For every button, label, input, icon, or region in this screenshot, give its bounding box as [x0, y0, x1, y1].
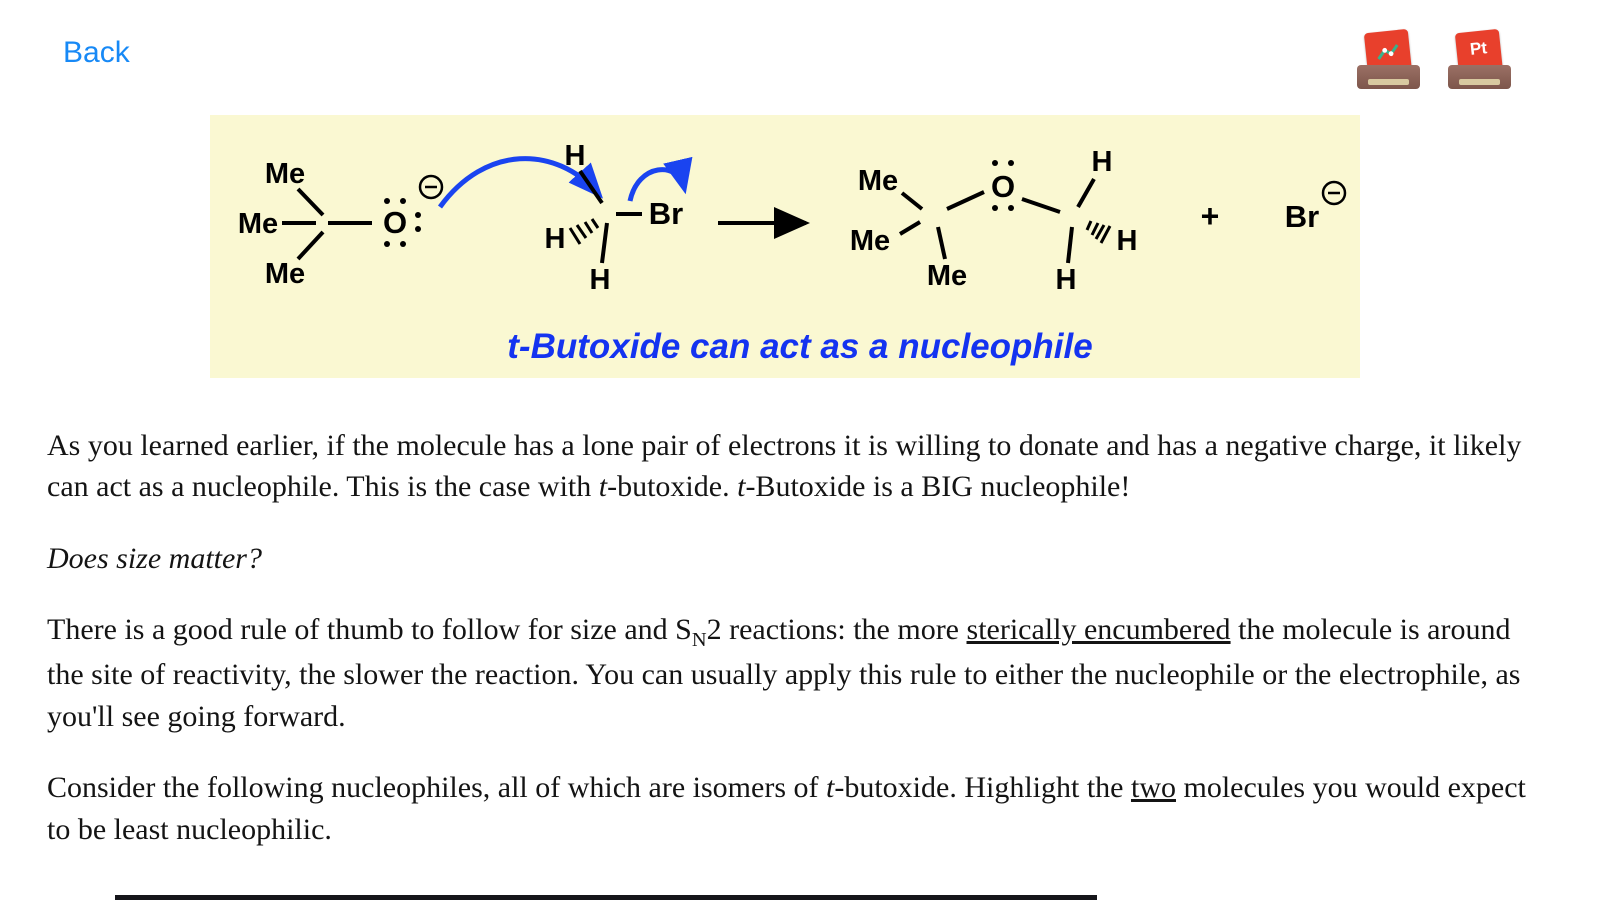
br-label: Br: [1285, 199, 1319, 234]
me-label: Me: [858, 165, 898, 197]
me-label: Me: [265, 258, 305, 290]
negative-charge-icon: [1321, 180, 1347, 206]
me-label: Me: [265, 158, 305, 190]
does-size-matter-heading: Does size matter?: [47, 541, 262, 575]
h-label: H: [1117, 225, 1138, 257]
me-label: Me: [238, 208, 278, 240]
archive-app-icon[interactable]: [1357, 28, 1420, 89]
periodic-table-tray: [1448, 65, 1511, 89]
oxygen-label: O: [383, 205, 407, 240]
h-label: H: [565, 140, 586, 172]
me-label: Me: [850, 225, 890, 257]
next-figure-edge: [115, 895, 1097, 900]
scheme-caption: t-Butoxide can act as a nucleophile: [507, 327, 1092, 366]
ether-product-structure: Me Me Me O H H H: [850, 146, 1138, 296]
archive-tray: [1357, 65, 1420, 89]
bromide-ion: Br: [1285, 180, 1347, 234]
oxygen-label: O: [991, 169, 1015, 204]
leaving-group-arrow: [627, 156, 693, 202]
body-paragraph-2: There is a good rule of thumb to follow …: [47, 613, 1521, 733]
me-label: Me: [927, 260, 967, 292]
reaction-scheme-panel: Me Me Me O H H: [210, 115, 1360, 378]
h-label: H: [1092, 146, 1113, 178]
negative-charge-icon: [418, 174, 444, 200]
h-label: H: [1056, 264, 1077, 296]
nucleophilic-attack-arrow: [437, 156, 604, 209]
periodic-table-app-icon[interactable]: Pt: [1448, 28, 1511, 89]
archive-card: [1363, 28, 1413, 78]
h-label: H: [545, 223, 566, 255]
plus-sign: +: [1201, 198, 1220, 234]
br-label: Br: [649, 196, 683, 231]
reaction-scheme-drawing: Me Me Me O H H: [238, 140, 1347, 366]
body-copy: As you learned earlier, if the molecule …: [47, 425, 1554, 880]
methyl-bromide-structure: H H H Br: [545, 140, 684, 296]
body-paragraph-3: Consider the following nucleophiles, all…: [47, 771, 1526, 846]
t-butoxide-structure: Me Me Me O: [238, 158, 444, 290]
body-paragraph-1: As you learned earlier, if the molecule …: [47, 429, 1522, 504]
molecule-glyph-icon: [1377, 44, 1399, 60]
back-button[interactable]: Back: [63, 36, 130, 69]
h-label: H: [590, 264, 611, 296]
pt-element-label: Pt: [1469, 38, 1488, 59]
